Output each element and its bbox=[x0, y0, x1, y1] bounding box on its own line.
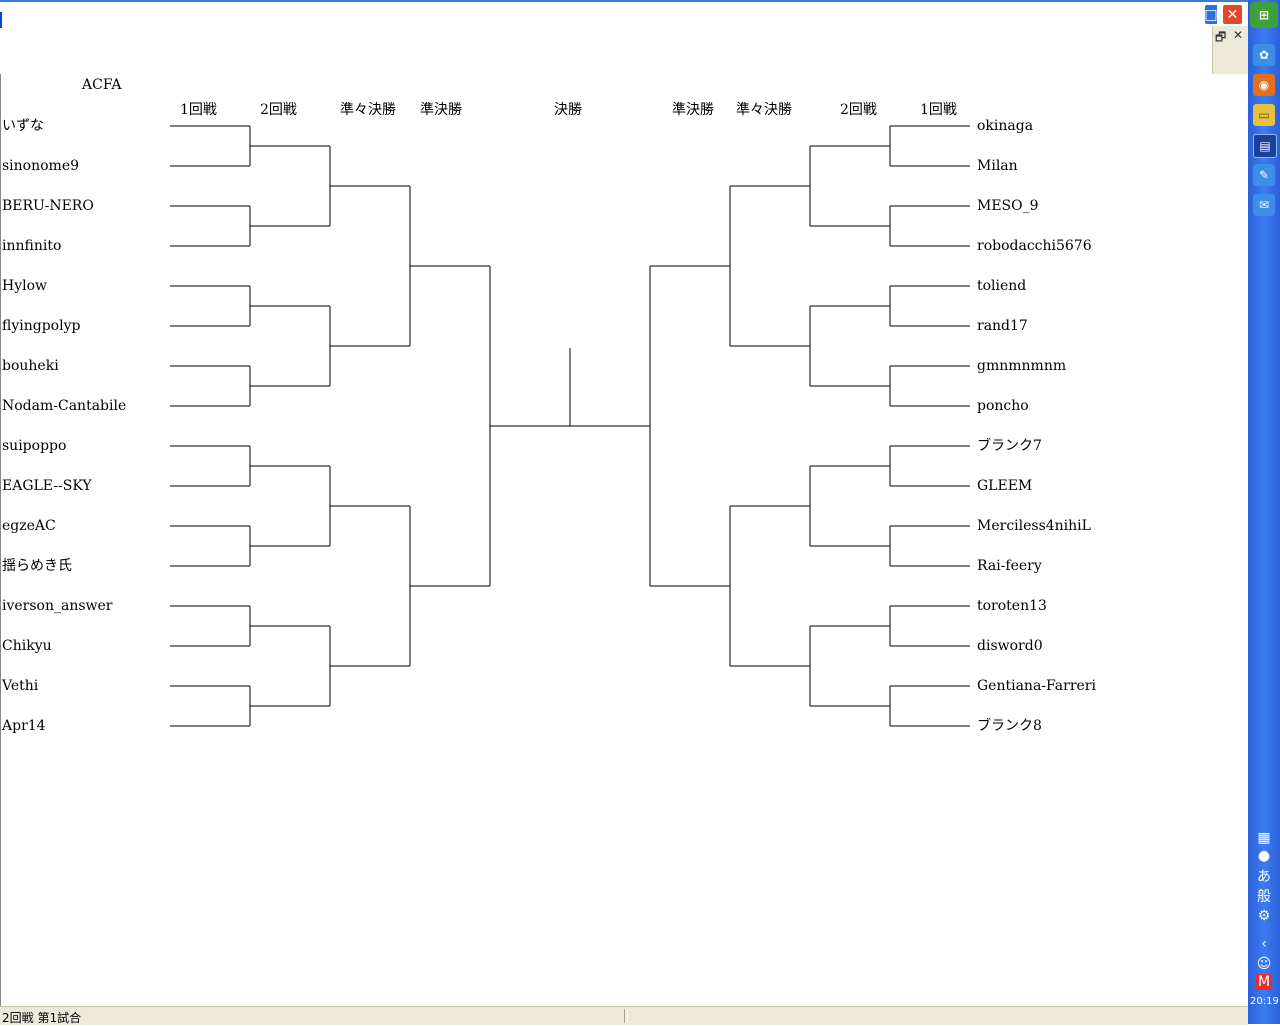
left-player[interactable]: EAGLE--SKY bbox=[2, 478, 92, 494]
mdi-restore-button[interactable]: 🗗 bbox=[1215, 30, 1227, 44]
taskbar: ⊞ ✿ ◉ ▭ ▤ ✎ ✉ ▦ ● あ 般 ⚙ ‹ ☺ M 20:19 bbox=[1248, 0, 1280, 1024]
status-separator bbox=[624, 1009, 628, 1023]
left-player[interactable]: bouheki bbox=[2, 358, 59, 374]
right-player[interactable]: disword0 bbox=[977, 638, 1043, 654]
messenger-icon[interactable]: ☺ bbox=[1256, 956, 1272, 972]
firefox-icon[interactable]: ◉ bbox=[1253, 74, 1275, 96]
tray-expand-icon[interactable]: ‹ bbox=[1261, 936, 1267, 952]
title-bar-accent bbox=[0, 12, 2, 28]
left-player[interactable]: egzeAC bbox=[2, 518, 56, 534]
right-player[interactable]: Merciless4nihiL bbox=[977, 518, 1091, 534]
ime-mode-indicator[interactable]: 般 bbox=[1257, 889, 1271, 905]
left-player[interactable]: Nodam-Cantabile bbox=[2, 398, 127, 414]
window-title-bar: □ ✕ bbox=[0, 0, 1248, 28]
tournament-title: ACFA bbox=[82, 77, 122, 93]
header-semifinal-right: 準決勝 bbox=[672, 102, 714, 118]
right-player[interactable]: robodacchi5676 bbox=[977, 238, 1092, 254]
right-player[interactable]: MESO_9 bbox=[977, 198, 1039, 214]
ime-hiragana-indicator[interactable]: あ bbox=[1257, 869, 1271, 885]
header-quarterfinal-left: 準々決勝 bbox=[340, 102, 396, 118]
status-bar: 2回戦 第1試合 bbox=[0, 1006, 1248, 1025]
right-player[interactable]: ブランク8 bbox=[977, 718, 1042, 734]
keyboard-icon[interactable]: ▦ bbox=[1257, 830, 1271, 846]
mdi-close-button[interactable]: ✕ bbox=[1233, 28, 1244, 42]
start-button[interactable]: ⊞ bbox=[1250, 2, 1278, 28]
left-player[interactable]: Apr14 bbox=[2, 718, 46, 734]
right-player[interactable]: Rai-feery bbox=[977, 558, 1042, 574]
left-player[interactable]: BERU-NERO bbox=[2, 198, 94, 214]
header-semifinal-left: 準決勝 bbox=[420, 102, 462, 118]
right-player[interactable]: poncho bbox=[977, 398, 1029, 414]
mdi-controls: 🗗 ✕ bbox=[1212, 26, 1249, 74]
right-player[interactable]: Gentiana-Farreri bbox=[977, 678, 1096, 694]
header-quarterfinal-right: 準々決勝 bbox=[736, 102, 792, 118]
left-player[interactable]: いずな bbox=[2, 118, 44, 134]
notepad-icon[interactable]: ✉ bbox=[1253, 194, 1275, 216]
document-icon[interactable]: ▤ bbox=[1253, 134, 1277, 158]
left-player[interactable]: sinonome9 bbox=[2, 158, 80, 174]
left-player[interactable]: 揺らめき氏 bbox=[2, 558, 72, 574]
close-button[interactable]: ✕ bbox=[1222, 4, 1243, 25]
right-player[interactable]: ブランク7 bbox=[977, 438, 1042, 454]
clock: 20:19 bbox=[1250, 996, 1279, 1007]
left-player[interactable]: innfinito bbox=[2, 238, 62, 254]
tray-app-icon[interactable]: ⚙ bbox=[1257, 908, 1271, 924]
header-round2-right: 2回戦 bbox=[840, 102, 877, 118]
network-icon[interactable]: ● bbox=[1257, 848, 1271, 864]
left-player[interactable]: Vethi bbox=[2, 678, 39, 694]
paint-icon[interactable]: ✎ bbox=[1253, 164, 1275, 186]
mail-icon[interactable]: M bbox=[1256, 974, 1272, 990]
msn-icon[interactable]: ✿ bbox=[1253, 44, 1275, 66]
right-player[interactable]: toliend bbox=[977, 278, 1027, 294]
left-player[interactable]: suipoppo bbox=[2, 438, 67, 454]
header-round1-left: 1回戦 bbox=[180, 102, 217, 118]
right-player[interactable]: okinaga bbox=[977, 118, 1034, 134]
bracket-lines bbox=[170, 125, 970, 727]
canvas-border bbox=[0, 74, 1, 1006]
left-player[interactable]: flyingpolyp bbox=[2, 318, 81, 334]
header-round2-left: 2回戦 bbox=[260, 102, 297, 118]
header-final: 決勝 bbox=[554, 102, 582, 118]
left-player[interactable]: Hylow bbox=[2, 278, 48, 294]
right-player[interactable]: GLEEM bbox=[977, 478, 1033, 494]
left-player[interactable]: Chikyu bbox=[2, 638, 52, 654]
right-player[interactable]: toroten13 bbox=[977, 598, 1047, 614]
right-player[interactable]: rand17 bbox=[977, 318, 1028, 334]
header-round1-right: 1回戦 bbox=[920, 102, 957, 118]
restore-button[interactable]: □ bbox=[1204, 4, 1218, 25]
right-player[interactable]: Milan bbox=[977, 158, 1018, 174]
folder-icon[interactable]: ▭ bbox=[1253, 104, 1275, 126]
right-player[interactable]: gmnmnmnm bbox=[977, 358, 1067, 374]
status-text: 2回戦 第1試合 bbox=[2, 1011, 82, 1025]
left-player[interactable]: iverson_answer bbox=[2, 598, 113, 614]
